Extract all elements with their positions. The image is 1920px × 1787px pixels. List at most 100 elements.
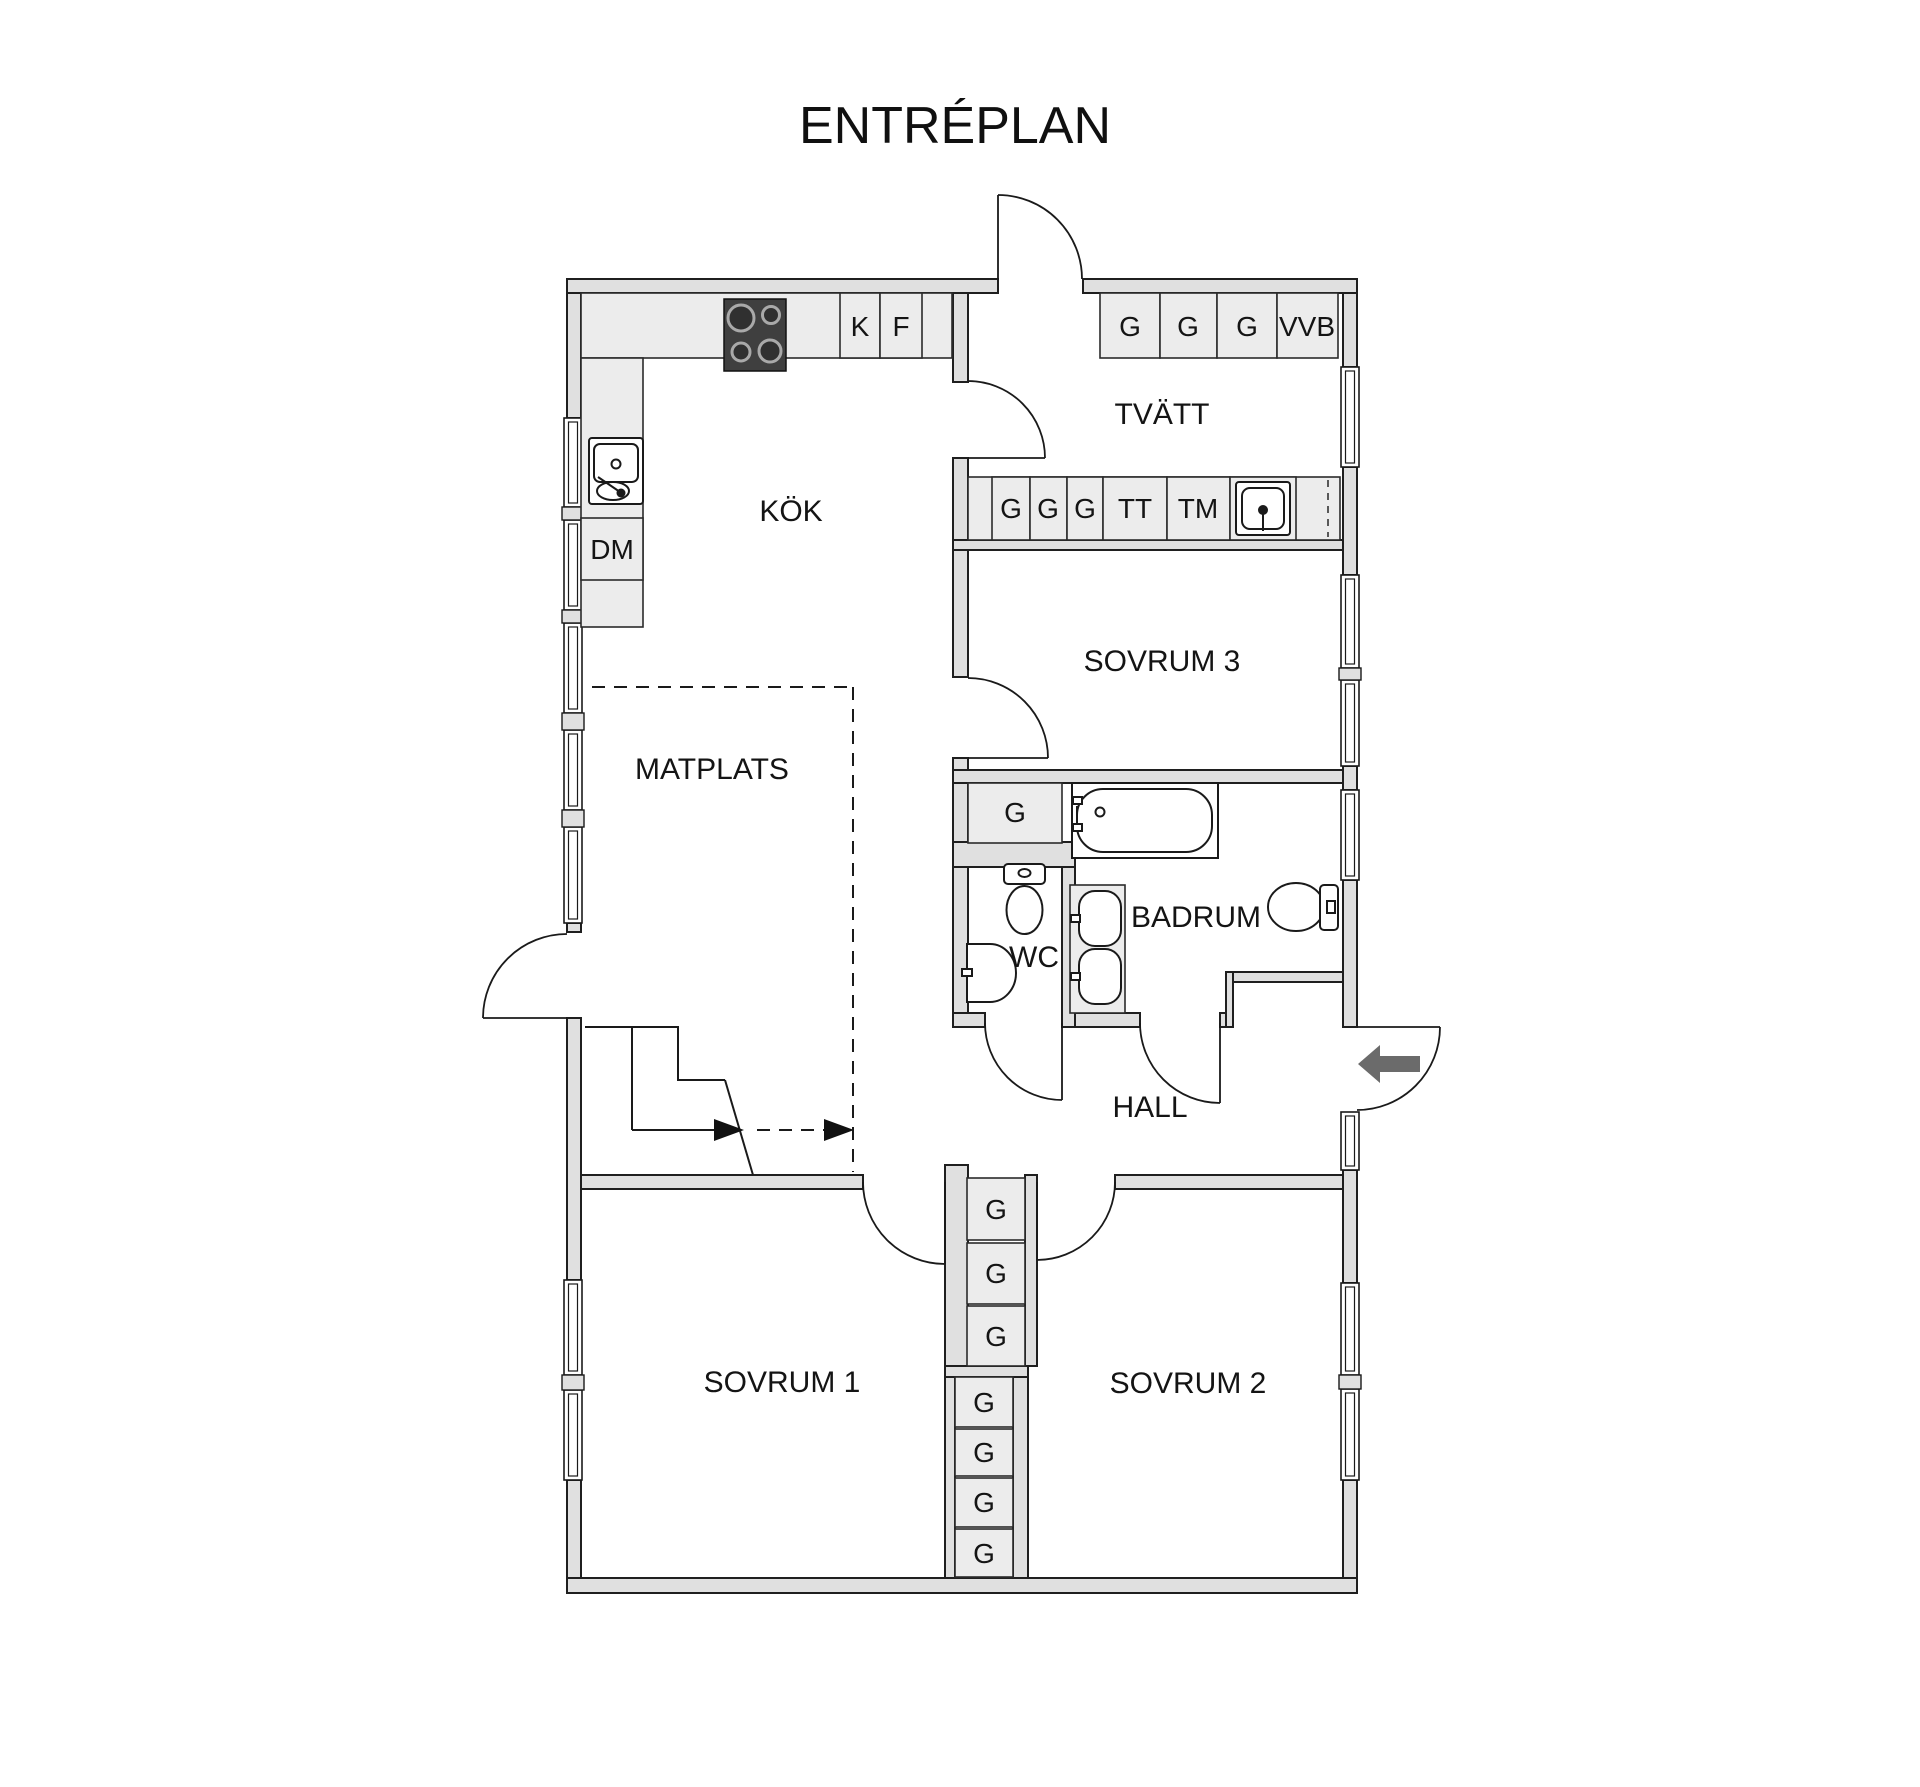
- water-heater-label: VVB: [1279, 311, 1335, 342]
- wardrobe-label: G: [985, 1321, 1007, 1352]
- wall: [1082, 278, 1358, 294]
- wall: [952, 769, 1344, 784]
- freezer-label: F: [892, 311, 909, 342]
- room-label-hall: HALL: [1112, 1091, 1187, 1124]
- wardrobe-cabinet: [967, 782, 1063, 844]
- wall: [1012, 1376, 1029, 1579]
- door-back-entrance: [997, 194, 1083, 280]
- window-glass: [567, 626, 579, 710]
- wardrobe-cabinet: [966, 1242, 1026, 1305]
- room-label-bathroom: BADRUM: [1131, 901, 1261, 934]
- room-label-wc: WC: [1009, 941, 1059, 974]
- window-glass: [567, 421, 579, 504]
- wall: [952, 457, 969, 678]
- window: [1340, 789, 1360, 881]
- door-main-entrance: [1356, 1026, 1441, 1111]
- wall: [1232, 971, 1344, 983]
- wall: [566, 278, 999, 294]
- window-glass: [1344, 793, 1356, 877]
- wardrobe-cabinet: [954, 1428, 1014, 1477]
- door-side-entrance: [482, 933, 568, 1019]
- window-glass: [1344, 578, 1356, 665]
- wardrobe-label: G: [973, 1487, 995, 1518]
- washing-machine-label: TM: [1178, 493, 1218, 524]
- wardrobe-label: G: [1004, 797, 1026, 828]
- room-label-bedroom2: SOVRUM 2: [1110, 1367, 1267, 1400]
- wall: [1342, 879, 1358, 1028]
- window: [1340, 574, 1360, 669]
- wardrobe-label: G: [1037, 493, 1059, 524]
- wall: [566, 1577, 1358, 1594]
- wardrobe-cabinet: [1159, 292, 1218, 359]
- wardrobe-cabinet: [966, 1177, 1026, 1241]
- wall: [944, 1365, 1029, 1378]
- wall: [1225, 971, 1234, 1028]
- room-label-dining: MATPLATS: [635, 753, 789, 786]
- window: [563, 417, 583, 508]
- wall: [944, 1376, 956, 1579]
- wall: [566, 922, 582, 933]
- vanity-sinks: [1069, 884, 1126, 1014]
- wall: [580, 1174, 864, 1190]
- door-wc: [984, 1022, 1063, 1101]
- window: [1340, 1111, 1360, 1171]
- wall: [944, 1164, 969, 1367]
- room-label-laundry: TVÄTT: [1115, 398, 1210, 431]
- tumble-dryer-label: TT: [1118, 493, 1152, 524]
- window: [563, 1389, 583, 1481]
- washing-machine-cabinet: [1166, 476, 1231, 541]
- room-label-bedroom3: SOVRUM 3: [1084, 645, 1241, 678]
- stove: [723, 298, 787, 372]
- cabinet-labels: K F DM G G G VVB G G G TT TM G G G G G G…: [590, 311, 1335, 1569]
- fixtures: [588, 298, 1339, 1014]
- window: [563, 729, 583, 811]
- wardrobe-label: G: [985, 1194, 1007, 1225]
- window-glass: [567, 1283, 579, 1372]
- wardrobe-cabinet: [966, 1305, 1026, 1367]
- window: [563, 519, 583, 611]
- bathroom-toilet: [1267, 882, 1339, 932]
- window-mullion: [561, 1374, 585, 1391]
- wardrobe-label: G: [1177, 311, 1199, 342]
- stairs-direction-arrow: [714, 1119, 744, 1141]
- wall: [1342, 466, 1358, 576]
- wall: [1074, 1012, 1141, 1028]
- wc-toilet: [1003, 863, 1046, 935]
- wall: [1342, 1479, 1358, 1579]
- stairs: [585, 686, 854, 1176]
- wall: [566, 1479, 582, 1579]
- wardrobe-label: G: [973, 1387, 995, 1418]
- tumble-dryer-cabinet: [1102, 476, 1168, 541]
- door-bathroom: [1139, 1022, 1221, 1104]
- window: [1340, 366, 1360, 468]
- stairs-direction-arrow: [824, 1119, 854, 1141]
- wardrobe-label: G: [1000, 493, 1022, 524]
- wall: [952, 292, 969, 383]
- wardrobe-cabinet: [1099, 292, 1161, 359]
- door-laundry: [967, 380, 1046, 459]
- kitchen-sink: [588, 437, 644, 505]
- window-glass: [1344, 1115, 1356, 1167]
- wall: [1024, 1174, 1038, 1367]
- wc-sink: [961, 943, 1017, 1003]
- window: [1340, 679, 1360, 767]
- wall: [1342, 1169, 1358, 1284]
- door-bedroom3: [967, 677, 1049, 759]
- wardrobe-cabinet: [1066, 476, 1104, 541]
- wardrobe-label: G: [1074, 493, 1096, 524]
- wardrobe-label: G: [985, 1258, 1007, 1289]
- stair-break-line: [724, 1079, 754, 1176]
- entry-arrow-icon: [1358, 1045, 1420, 1083]
- window-mullion: [561, 712, 585, 731]
- room-label-bedroom1: SOVRUM 1: [704, 1366, 861, 1399]
- door-bedroom1: [862, 1181, 946, 1265]
- water-heater-cabinet: [1276, 292, 1339, 359]
- window-glass: [567, 1393, 579, 1477]
- window-glass: [1344, 1392, 1356, 1477]
- window: [563, 1279, 583, 1376]
- wall: [1342, 765, 1358, 791]
- wall: [952, 539, 1344, 551]
- walls: [566, 278, 1358, 1594]
